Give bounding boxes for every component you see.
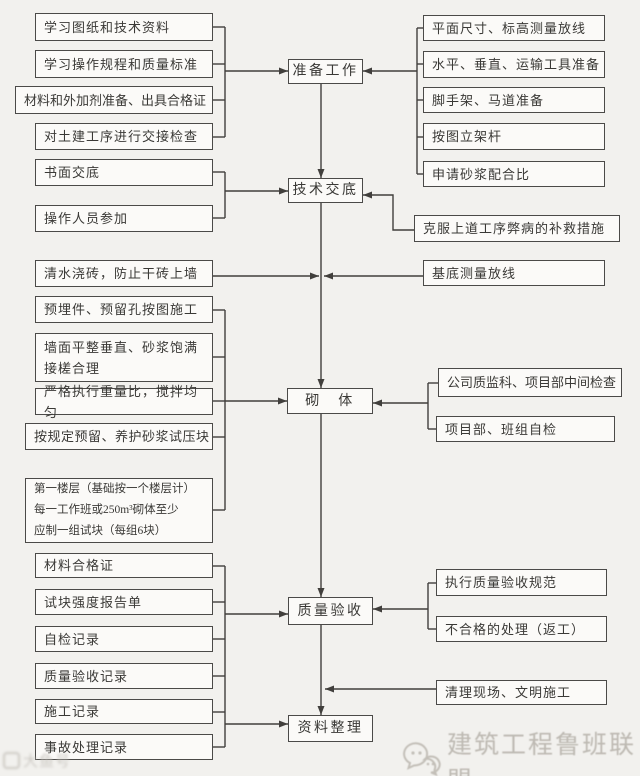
flow-box-study-drawings: 学习图纸和技术资料: [35, 13, 213, 41]
arrowhead: [373, 399, 382, 407]
flow-box-material-admixture-certificate: 材料和外加剂准备、出具合格证: [15, 86, 213, 114]
flow-box-construction-record: 施工记录: [35, 699, 213, 724]
flow-box-erect-poles-per-drawing: 按图立架杆: [423, 123, 605, 150]
flow-box-accident-handling-record: 事故处理记录: [35, 734, 213, 760]
flow-box-quality-acceptance-record: 质量验收记录: [35, 663, 213, 689]
arrowhead: [317, 379, 325, 388]
flow-box-base-survey-layout: 基底测量放线: [423, 260, 605, 286]
flow-box-remedial-measures: 克服上道工序弊病的补救措施: [414, 215, 620, 242]
flow-box-company-intermediate-check: 公司质监科、项目部中间检查: [438, 368, 622, 397]
watermark-left-text: 大鱼号: [23, 754, 72, 770]
flow-box-material-certificate: 材料合格证: [35, 553, 213, 578]
arrowhead: [279, 187, 288, 195]
flow-box-weight-ratio-mixing: 严格执行重量比，搅拌均匀: [35, 384, 213, 420]
flow-box-data-organization: 资料整理: [288, 715, 373, 742]
arrowhead: [363, 191, 372, 199]
arrowhead: [279, 720, 288, 728]
flow-box-operators-participate: 操作人员参加: [35, 205, 213, 232]
flow-box-test-block-strength-report: 试块强度报告单: [35, 589, 213, 615]
flow-box-tools-preparation: 水平、垂直、运输工具准备: [423, 51, 605, 78]
arrowhead: [317, 706, 325, 715]
arrowhead: [373, 605, 382, 613]
flow-box-team-self-check: 项目部、班组自检: [436, 416, 615, 442]
flow-box-written-disclosure: 书面交底: [35, 159, 213, 186]
arrowhead: [278, 397, 287, 405]
arrowhead: [317, 169, 325, 178]
watermark-right: 建筑工程鲁班联盟: [402, 725, 640, 776]
watermark-left: 大鱼号: [3, 750, 71, 771]
flow-box-embedded-parts: 预埋件、预留孔按图施工: [35, 296, 213, 323]
connector-line: [363, 194, 414, 231]
watermark-right-text: 建筑工程鲁班联盟: [447, 732, 637, 776]
arrowhead: [325, 685, 334, 693]
flow-box-masonry: 砌 体: [287, 388, 373, 414]
flow-box-preparation-work: 准备工作: [288, 59, 363, 84]
arrowhead: [279, 610, 288, 618]
wechat-icon: [402, 741, 442, 776]
arrowhead: [310, 272, 319, 280]
arrowhead: [363, 67, 372, 75]
flow-box-mortar-mix-application: 申请砂浆配合比: [423, 161, 605, 187]
flow-box-study-procedures: 学习操作规程和质量标准: [35, 50, 213, 78]
flow-box-scaffold-ramp-preparation: 脚手架、马道准备: [423, 87, 605, 113]
flow-box-quality-acceptance: 质量验收: [288, 597, 373, 625]
arrowhead: [279, 67, 288, 75]
flow-box-wall-flatness: 墙面平整垂直、砂浆饱满 接槎合理: [35, 333, 213, 382]
arrowhead: [324, 272, 333, 280]
flow-box-plane-dimension-layout: 平面尺寸、标高测量放线: [423, 15, 605, 41]
flow-box-mortar-test-blocks: 按规定预留、养护砂浆试压块: [25, 423, 213, 450]
flow-box-self-inspection-record: 自检记录: [35, 626, 213, 652]
flow-box-first-floor-test-blocks: 第一楼层（基础按一个楼层计） 每一工作班或250m³砌体至少 应制一组试块（每组…: [25, 478, 213, 543]
flow-box-technical-disclosure: 技术交底: [288, 178, 363, 203]
flow-box-wet-bricks: 清水浇砖，防止干砖上墙: [35, 260, 213, 287]
flow-box-civil-handover-check: 对土建工序进行交接检查: [35, 123, 213, 150]
arrowhead: [317, 588, 325, 597]
flow-box-quality-acceptance-code: 执行质量验收规范: [436, 569, 607, 596]
flow-box-rework-handling: 不合格的处理（返工）: [436, 616, 607, 642]
flow-box-site-cleanup: 清理现场、文明施工: [436, 680, 607, 705]
app-logo-icon: [3, 752, 20, 769]
